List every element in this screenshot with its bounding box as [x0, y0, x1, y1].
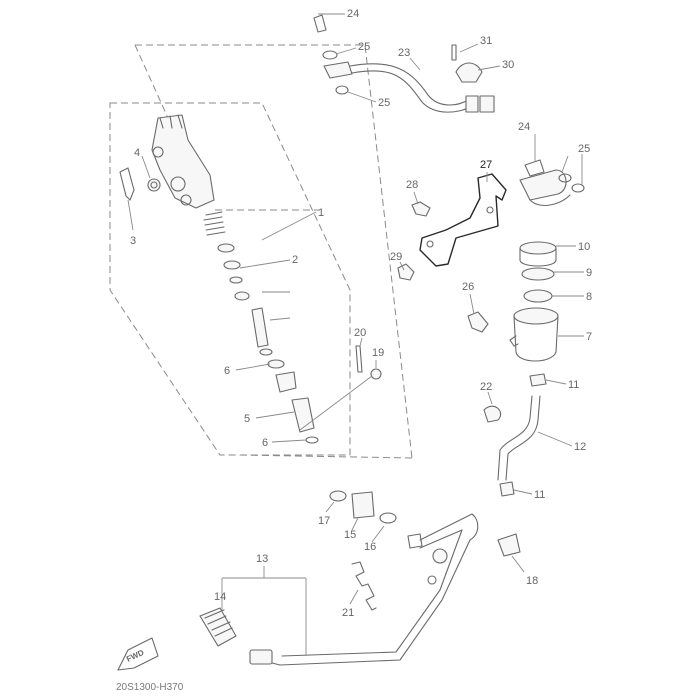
- callout-24b: 24: [518, 121, 530, 133]
- callout-9: 9: [586, 267, 592, 279]
- bolt-26: [467, 311, 489, 333]
- callout-30: 30: [502, 59, 514, 71]
- fwd-arrow-icon: [117, 637, 159, 671]
- callout-26: 26: [462, 281, 474, 293]
- callout-20: 20: [354, 327, 366, 339]
- callout-17: 17: [318, 515, 330, 527]
- piston-kit: [203, 211, 285, 369]
- bolt-28: [411, 201, 431, 217]
- assembly-link: [134, 44, 169, 119]
- assembly-boundary-2: [135, 44, 413, 459]
- callout-25a: 25: [358, 41, 370, 53]
- cotter-pin-20: [355, 345, 363, 373]
- bolt-29: [397, 263, 415, 281]
- hose-clip-22: [483, 405, 502, 423]
- pivot-bolt-18: [497, 533, 521, 557]
- leader-lines: [127, 13, 584, 656]
- master-cylinder-body: [151, 114, 215, 209]
- diaphragm: [523, 289, 553, 303]
- pedal-return-spring: [351, 561, 377, 611]
- callout-21: 21: [342, 607, 354, 619]
- diaphragm-plate: [521, 267, 555, 281]
- union-bolt-right: [519, 159, 585, 206]
- reservoir-hose: [497, 395, 541, 497]
- callout-25c: 25: [578, 143, 590, 155]
- callout-18: 18: [526, 575, 538, 587]
- callout-12: 12: [574, 441, 586, 453]
- callout-3: 3: [130, 235, 136, 247]
- callout-19: 19: [372, 347, 384, 359]
- hose-clip-11-top: [529, 373, 547, 387]
- callout-13: 13: [256, 553, 268, 565]
- callout-16: 16: [364, 541, 376, 553]
- callout-4: 4: [134, 147, 140, 159]
- brake-pedal: [249, 513, 479, 666]
- callout-31: 31: [480, 35, 492, 47]
- callout-7: 7: [586, 331, 592, 343]
- brake-hose: [313, 14, 495, 113]
- callout-24a: 24: [347, 8, 359, 20]
- callout-8: 8: [586, 291, 592, 303]
- reservoir-hose-joint: [119, 167, 161, 201]
- boot-and-push-rod: [275, 371, 319, 444]
- washer-19: [370, 368, 382, 380]
- callout-10: 10: [578, 241, 590, 253]
- callout-25b: 25: [378, 97, 390, 109]
- callout-22: 22: [480, 381, 492, 393]
- hose-clamp: [451, 44, 483, 83]
- callout-29: 29: [390, 251, 402, 263]
- callout-5: 5: [244, 413, 250, 425]
- callout-11b: 11: [534, 489, 545, 501]
- callout-6b: 6: [262, 437, 268, 449]
- pedal-footrest: [199, 607, 237, 647]
- callout-1: 1: [318, 207, 324, 219]
- assembly-boundary-1: [109, 102, 351, 456]
- reservoir-cap: [519, 241, 557, 267]
- callout-11a: 11: [568, 379, 579, 391]
- callout-27: 27: [480, 159, 492, 171]
- pivot-bushings: [329, 490, 397, 524]
- reservoir-bracket: [419, 173, 507, 267]
- assembly-boundary-3: [239, 454, 413, 459]
- reservoir-tank: [509, 307, 559, 362]
- callout-23: 23: [398, 47, 410, 59]
- callout-6a: 6: [224, 365, 230, 377]
- callout-labels: 1 2 3 4 5 6 6 7 8 9 10 11 11 12 13 14 15…: [130, 8, 592, 619]
- callout-14: 14: [214, 591, 226, 603]
- callout-15: 15: [344, 529, 356, 541]
- drawing-code: 20S1300-H370: [116, 682, 184, 693]
- callout-28: 28: [406, 179, 418, 191]
- callout-2: 2: [292, 254, 298, 266]
